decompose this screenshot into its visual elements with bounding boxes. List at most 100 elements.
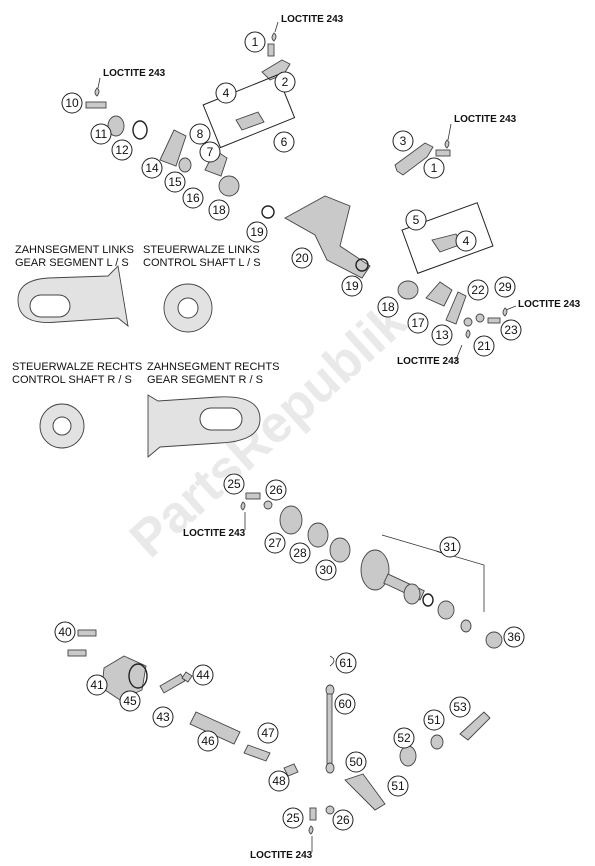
slot-cutout [199, 407, 243, 431]
callout-40: 40 [54, 621, 76, 643]
gear-part [279, 505, 303, 535]
washer-part [178, 157, 192, 173]
callout-circle [223, 473, 245, 495]
inset-subtitle: CONTROL SHAFT L / S [143, 257, 261, 269]
callout-16: 16 [182, 187, 204, 209]
callout-circle [473, 335, 495, 357]
callout-number: 30 [319, 563, 333, 577]
gear-shaft-part [360, 549, 390, 591]
callout-number: 51 [427, 713, 441, 727]
callout-5: 5 [405, 209, 427, 231]
callout-circle [274, 71, 296, 93]
callout-45: 45 [119, 690, 141, 712]
callout-6: 6 [273, 131, 295, 153]
callout-circle [494, 276, 516, 298]
leader-line [447, 123, 452, 141]
seal-part [485, 631, 503, 649]
loctite-drop [444, 139, 450, 149]
callout-circle [182, 187, 204, 209]
leader-line [454, 344, 463, 363]
inset-subtitle: CONTROL SHAFT R / S [12, 374, 132, 386]
loctite-label: LOCTITE 243 [183, 528, 246, 539]
callout-circle [335, 652, 357, 674]
callout-23: 23 [500, 319, 522, 341]
inset-title: STEUERWALZE LINKS [143, 244, 260, 256]
loctite-drop [240, 501, 246, 511]
loctite-label: LOCTITE 243 [250, 850, 313, 861]
circlip [422, 593, 434, 607]
callout-number: 18 [381, 300, 395, 314]
callout-19: 19 [341, 275, 363, 297]
callout-47: 47 [257, 722, 279, 744]
bolt-part [67, 649, 87, 657]
callout-number: 51 [391, 779, 405, 793]
loctite-drop [465, 329, 471, 339]
callout-number: 11 [95, 127, 108, 141]
callout-number: 6 [281, 135, 288, 149]
callout-circle [503, 626, 525, 648]
leader-line [505, 305, 517, 311]
callout-43: 43 [152, 706, 174, 728]
callout-circle [405, 209, 427, 231]
callout-30: 30 [315, 559, 337, 581]
callout-circle [268, 770, 290, 792]
callout-circle [392, 130, 414, 152]
callout-circle [192, 664, 214, 686]
callout-number: 43 [156, 710, 170, 724]
callout-13: 13 [431, 324, 453, 346]
gear-segment-part [425, 281, 453, 307]
callout-number: 15 [168, 175, 182, 189]
bushing-part [397, 280, 419, 300]
callout-61: 61 [335, 652, 357, 674]
callout-36: 36 [503, 626, 525, 648]
screw-part [245, 492, 261, 500]
loctite-drop [271, 32, 277, 42]
bolt-part [85, 101, 107, 109]
callout-number: 41 [90, 678, 104, 692]
callout-2: 2 [274, 71, 296, 93]
callout-number: 5 [413, 213, 420, 227]
callout-41: 41 [86, 674, 108, 696]
callout-circle [345, 751, 367, 773]
callout-circle [407, 312, 429, 334]
control-shaft-part [284, 195, 371, 279]
washer-part [263, 500, 273, 510]
cylinder-part [235, 111, 265, 131]
callout-60: 60 [334, 693, 356, 715]
callout-31: 31 [439, 536, 461, 558]
callout-number: 26 [269, 483, 283, 497]
callout-circle [199, 141, 221, 163]
callout-19: 19 [246, 221, 268, 243]
callout-number: 18 [212, 203, 226, 217]
gear-segment-inset [17, 265, 129, 328]
loctite-label: LOCTITE 243 [103, 68, 166, 79]
callout-20: 20 [291, 247, 313, 269]
callout-circle [246, 221, 268, 243]
inset-title: ZAHNSEGMENT RECHTS [147, 361, 279, 373]
rod-end [325, 684, 335, 696]
callout-number: 4 [463, 234, 470, 248]
callout-circle [467, 279, 489, 301]
callout-number: 13 [435, 328, 449, 342]
clip-part [283, 763, 299, 777]
callout-22: 22 [467, 279, 489, 301]
callout-circle [423, 709, 445, 731]
callout-circle [61, 92, 83, 114]
callout-circle [273, 131, 295, 153]
callout-48: 48 [268, 770, 290, 792]
bolt-part [77, 629, 97, 637]
callout-circle [387, 775, 409, 797]
bushing-part [218, 175, 240, 197]
loctite-label: LOCTITE 243 [518, 299, 581, 310]
pin-part [329, 655, 335, 667]
bushing-part [399, 745, 417, 767]
callout-number: 31 [443, 540, 457, 554]
callout-circle [189, 123, 211, 145]
spring-part [189, 711, 241, 745]
callout-circle [257, 722, 279, 744]
callout-8: 8 [189, 123, 211, 145]
washer-part [475, 313, 485, 323]
callout-number: 44 [196, 668, 210, 682]
callout-number: 40 [58, 625, 72, 639]
